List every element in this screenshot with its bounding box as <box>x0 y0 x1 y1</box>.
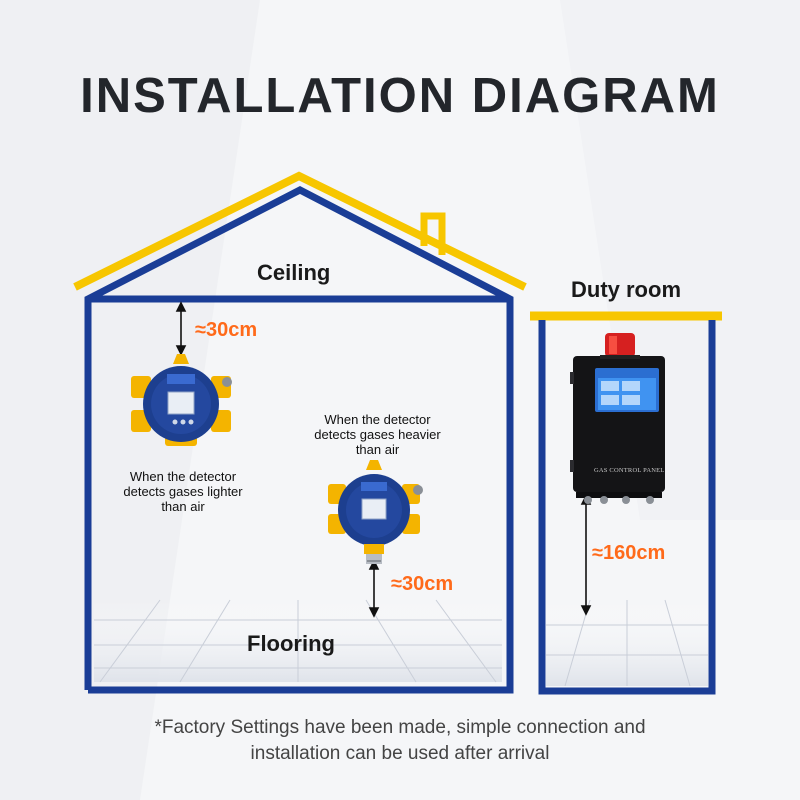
note-line: When the detector <box>129 469 237 484</box>
note-line: detects gases heavier <box>314 427 441 442</box>
note-lighter-than-air: When the detector detects gases lighter … <box>108 469 258 514</box>
alarm-light-icon <box>600 333 640 359</box>
page-title: INSTALLATION DIAGRAM <box>80 69 720 123</box>
house-walls <box>84 186 514 694</box>
note-line: than air <box>161 499 205 514</box>
flooring-label: Flooring <box>247 631 335 656</box>
note-line: When the detector <box>324 412 431 427</box>
control-panel-icon <box>570 356 665 504</box>
gas-detector-icon <box>131 354 232 446</box>
note-heavier-than-air: When the detector detects gases heavier … <box>300 412 455 457</box>
note-line: detects gases lighter <box>123 484 243 499</box>
ceiling-gap-arrow <box>175 301 187 356</box>
main-room-floor <box>94 599 502 683</box>
floor-gap-arrow <box>368 559 380 618</box>
chimney <box>420 212 446 255</box>
floor-gap-distance: ≈30cm <box>391 573 454 595</box>
footer-line-2: installation can be used after arrival <box>250 743 550 764</box>
panel-height-arrow <box>580 494 592 616</box>
duty-room-walls <box>538 320 716 695</box>
duty-room-floor <box>546 599 708 687</box>
roof-outline <box>73 171 527 291</box>
panel-label: GAS CONTROL PANEL <box>594 467 665 474</box>
duty-room-label: Duty room <box>571 277 681 302</box>
ceiling-label: Ceiling <box>257 260 331 285</box>
footer-note: *Factory Settings have been made, simple… <box>0 715 800 767</box>
ceiling-gap-distance: ≈30cm <box>195 319 258 341</box>
footer-line-1: *Factory Settings have been made, simple… <box>154 717 646 738</box>
note-line: than air <box>355 442 400 457</box>
panel-height-distance: ≈160cm <box>592 542 666 564</box>
gas-detector-icon <box>328 460 423 564</box>
